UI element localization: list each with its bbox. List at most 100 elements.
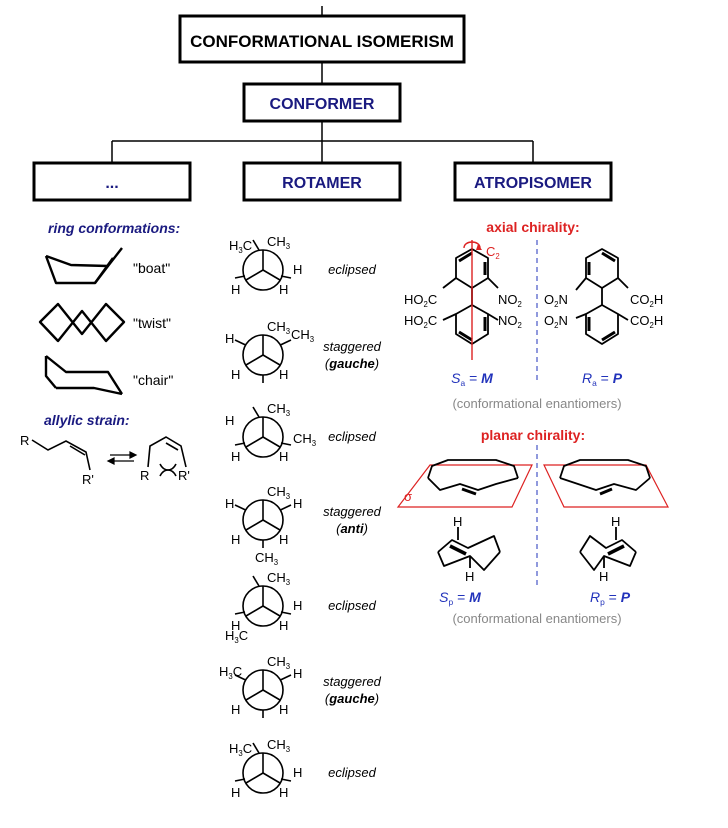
newman-2-ch3-rear: CH3 <box>291 327 314 344</box>
right-co2h-top: CO2H <box>630 292 663 309</box>
ring-conformations-title: ring conformations: <box>48 220 180 236</box>
allylic-left-r: R <box>20 433 29 448</box>
cyclooctene-left-side <box>437 527 501 571</box>
newman-1-h-front-right: H <box>279 282 288 297</box>
rotamer-label-6: staggered <box>323 674 382 689</box>
newman-2-ch3-front: CH3 <box>267 319 290 336</box>
newman-1-h-rear-right: H <box>293 262 302 277</box>
branch-atropisomer-title: ATROPISOMER <box>474 175 592 192</box>
newman-7-h-front-left: H <box>231 785 240 800</box>
branch-other-title: ... <box>105 175 118 192</box>
newman-6-ch3-front: CH3 <box>267 654 290 671</box>
planar-right-h-bottom: H <box>599 569 608 584</box>
newman-2-h-front-left: H <box>231 367 240 382</box>
newman-3-h-front-left: H <box>231 449 240 464</box>
equilibrium-arrows <box>106 451 138 465</box>
newman-7-h-rear-right: H <box>293 765 302 780</box>
newman-7-h-front-right: H <box>279 785 288 800</box>
newman-3-h-front-right: H <box>279 449 288 464</box>
allylic-right-structure <box>147 436 187 477</box>
rotamer-sublabel-6: (gauche) <box>325 691 379 706</box>
rotamer-label-1: eclipsed <box>328 262 376 277</box>
rotamer-label-5: eclipsed <box>328 598 376 613</box>
newman-2-h-rear-left: H <box>225 331 234 346</box>
branch-box-atropisomer: ATROPISOMER <box>453 161 613 202</box>
cyclooctene-right-side <box>579 527 637 571</box>
planar-chirality-title: planar chirality: <box>481 427 585 443</box>
allylic-left-rprime: R' <box>82 472 94 487</box>
newman-4-h-front-right: H <box>279 532 288 547</box>
right-o2n-top: O2N <box>544 292 568 309</box>
allylic-right-r: R <box>140 468 149 483</box>
newman-6-h3c-rear: H3C <box>219 664 242 681</box>
axial-right-descriptor: Ra = P <box>582 370 623 388</box>
conformer-box: CONFORMER <box>242 82 402 123</box>
planar-right-h-top: H <box>611 514 620 529</box>
axial-chirality-title: axial chirality: <box>486 219 579 235</box>
newman-5-ch3-front: CH3 <box>267 570 290 587</box>
planar-left-descriptor: Sp = M <box>439 589 481 607</box>
left-no2-top: NO2 <box>498 292 522 309</box>
newman-3-h-rear-left: H <box>225 413 234 428</box>
newman-3-ch3-rear: CH3 <box>293 431 316 448</box>
newman-5-h-rear-right: H <box>293 598 302 613</box>
newman-1-h-front-left: H <box>231 282 240 297</box>
newman-6-h-front-right: H <box>279 702 288 717</box>
chair-structure <box>44 355 124 396</box>
conformer-title: CONFORMER <box>270 96 375 113</box>
biaryl-right <box>575 248 629 345</box>
rotamer-label-4: staggered <box>323 504 382 519</box>
root-title: CONFORMATIONAL ISOMERISM <box>190 32 454 51</box>
allylic-strain-title: allylic strain: <box>44 412 130 428</box>
planar-caption: (conformational enantiomers) <box>452 611 621 626</box>
newman-7-ch3-front: CH3 <box>267 737 290 754</box>
newman-2-h-front-right: H <box>279 367 288 382</box>
newman-5-h-front-right: H <box>279 618 288 633</box>
newman-4-h-front-left: H <box>231 532 240 547</box>
branch-rotamer-title: ROTAMER <box>282 175 362 192</box>
newman-3-ch3-front: CH3 <box>267 401 290 418</box>
newman-4-h-rear-right: H <box>293 496 302 511</box>
mirror-plane-right <box>543 464 669 508</box>
right-o2n-bottom: O2N <box>544 313 568 330</box>
c2-axis <box>463 240 482 360</box>
chair-label: "chair" <box>133 372 173 388</box>
planar-left-h-top: H <box>453 514 462 529</box>
rotamer-sublabel-2: (gauche) <box>325 356 379 371</box>
boat-label: "boat" <box>133 260 170 276</box>
rotamer-sublabel-4: (anti) <box>336 521 368 536</box>
rotamer-label-2: staggered <box>323 339 382 354</box>
boat-structure <box>44 247 123 285</box>
planar-left-h-bottom: H <box>465 569 474 584</box>
rotamer-label-7: eclipsed <box>328 765 376 780</box>
axial-left-descriptor: Sa = M <box>451 370 493 388</box>
branch-box-other: ... <box>32 161 192 202</box>
branch-box-rotamer: ROTAMER <box>242 161 402 202</box>
newman-1-h3c-rear: H3C <box>229 238 252 255</box>
newman-4-ch3-front: CH3 <box>267 484 290 501</box>
allylic-right-rprime: R' <box>178 468 190 483</box>
newman-5-h3c-rear: H3C <box>225 628 248 645</box>
allylic-left-structure <box>31 439 91 471</box>
newman-4-ch3-rear: CH3 <box>255 550 278 567</box>
root-box: CONFORMATIONAL ISOMERISM <box>178 14 466 64</box>
newman-5-h-front-left: H <box>231 618 240 633</box>
newman-6-h-rear-right: H <box>293 666 302 681</box>
biaryl-left <box>442 248 499 345</box>
twist-label: "twist" <box>133 315 171 331</box>
left-no2-bottom: NO2 <box>498 313 522 330</box>
newman-7-h3c-rear: H3C <box>229 741 252 758</box>
twist-structure <box>38 302 126 343</box>
mirror-plane-left <box>396 464 533 508</box>
sigma-label: σ <box>404 489 412 504</box>
rotamer-label-3: eclipsed <box>328 429 376 444</box>
newman-1-ch3-front: CH3 <box>267 234 290 251</box>
c2-label: C2 <box>486 244 500 261</box>
